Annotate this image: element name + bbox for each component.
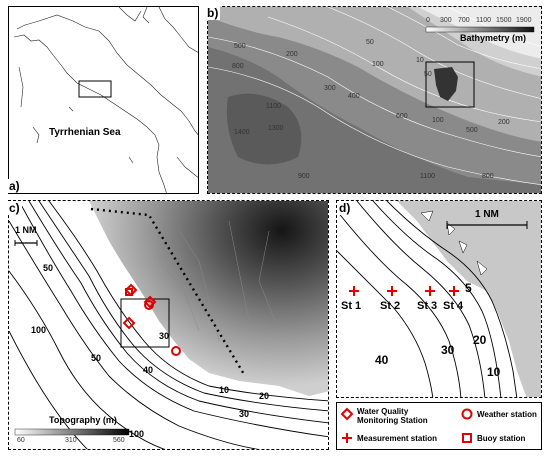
legend-buoy: Buoy station [477,434,526,443]
colorbar-tick: 700 [458,17,470,24]
colorbar-tick: 300 [440,17,452,24]
panel-b-label: b) [205,6,221,20]
marker-legend: Water Quality Monitoring Station Weather… [336,402,542,450]
measurement-stations [349,286,459,296]
depth-label: 30 [239,409,250,419]
colorbar-tick: 1900 [516,17,532,24]
isobaths [9,201,328,449]
contour-label: 10 [416,57,424,64]
depth-label: 50 [43,263,54,273]
bathymetry-shading [208,7,541,193]
study-area-box-b [425,61,475,108]
depth-label: 100 [31,325,47,335]
measurement-station-icon [342,433,352,443]
water-quality-icon [340,407,354,421]
topography-colorbar [14,428,130,436]
contour-label: 800 [232,63,244,70]
station-label: St 1 [341,300,362,312]
topo-tick: 60 [17,437,25,444]
topography-map-drawing [9,201,328,449]
depth-label-d: 5 [465,281,472,295]
colorbar-tick: 1100 [476,17,492,24]
legend-weather: Weather station [477,410,537,419]
panel-b-bathymetry-map: 0 300 700 1100 1500 1900 Bathymetry (m) … [207,6,542,194]
panel-a-italy-overview: Tyrrhenian Sea [8,6,199,194]
depth-label-d: 20 [473,333,487,347]
contour-label: 1300 [268,125,284,132]
contour-label: 400 [348,93,360,100]
depth-label: 10 [219,385,230,395]
dotted-boundary [90,207,247,377]
station-map-drawing [337,201,541,397]
legend-measurement: Measurement station [357,434,438,443]
colorbar-tick: 0 [426,17,430,24]
contour-label: 100 [432,117,444,124]
contour-label: 500 [466,127,478,134]
contour-label: 1100 [266,103,282,110]
topo-tick: 310 [65,437,77,444]
contour-label: 50 [366,39,374,46]
depth-label: 50 [91,353,102,363]
panel-d-label: d) [337,201,353,215]
scale-label-d: 1 NM [475,209,499,220]
contour-label: 200 [286,51,298,58]
contour-label: 900 [298,173,310,180]
panel-a-label: a) [7,179,22,193]
colorbar-tick: 1500 [496,17,512,24]
study-area-box [78,80,112,98]
colorbar-title: Bathymetry (m) [460,33,527,43]
depth-label: 40 [143,365,154,375]
italy-coastline-map [13,7,198,193]
weather-station-marker [144,300,154,310]
topography-legend-title: Topography (m) [49,415,117,425]
contour-label: 1100 [420,173,436,180]
sea-label: Tyrrhenian Sea [49,127,121,138]
depth-label: 100 [129,429,145,439]
buoy-station-marker [125,288,133,296]
station-label: St 3 [417,300,438,312]
topo-tick: 560 [113,437,125,444]
bathymetry-colorbar [425,26,535,33]
land-area [397,201,541,397]
coast-strip [434,67,458,101]
study-area-box-c [120,298,170,348]
contour-label: 300 [324,85,336,92]
legend-water-quality: Water Quality Monitoring Station [357,407,428,425]
weather-station-icon [461,408,473,420]
contour-label: 50 [424,71,432,78]
depth-label: 30 [159,331,170,341]
contour-label: 500 [234,43,246,50]
station-label: St 4 [443,300,464,312]
legend-symbols [340,407,473,443]
contour-label: 800 [482,173,494,180]
buoy-station-icon [462,433,472,443]
panel-d-station-map: 1 NM St 1 St 2 St 3 St 4 5 20 10 30 40 [336,200,542,398]
contour-label: 100 [372,61,384,68]
contour-label: 1400 [234,129,250,136]
contour-label: 200 [498,119,510,126]
panel-c-label: c) [7,201,22,215]
contour-label: 600 [396,113,408,120]
station-label: St 2 [380,300,401,312]
isobaths-d [337,201,518,397]
depth-label-d: 30 [441,343,455,357]
panel-c-topography-map: 1 NM 50 100 50 40 30 30 20 10 100 Topogr… [8,200,329,450]
depth-label: 20 [259,391,270,401]
weather-station-marker [171,346,181,356]
scale-label-c: 1 NM [15,225,37,235]
depth-label-d: 40 [375,353,389,367]
depth-label-d: 10 [487,365,501,379]
